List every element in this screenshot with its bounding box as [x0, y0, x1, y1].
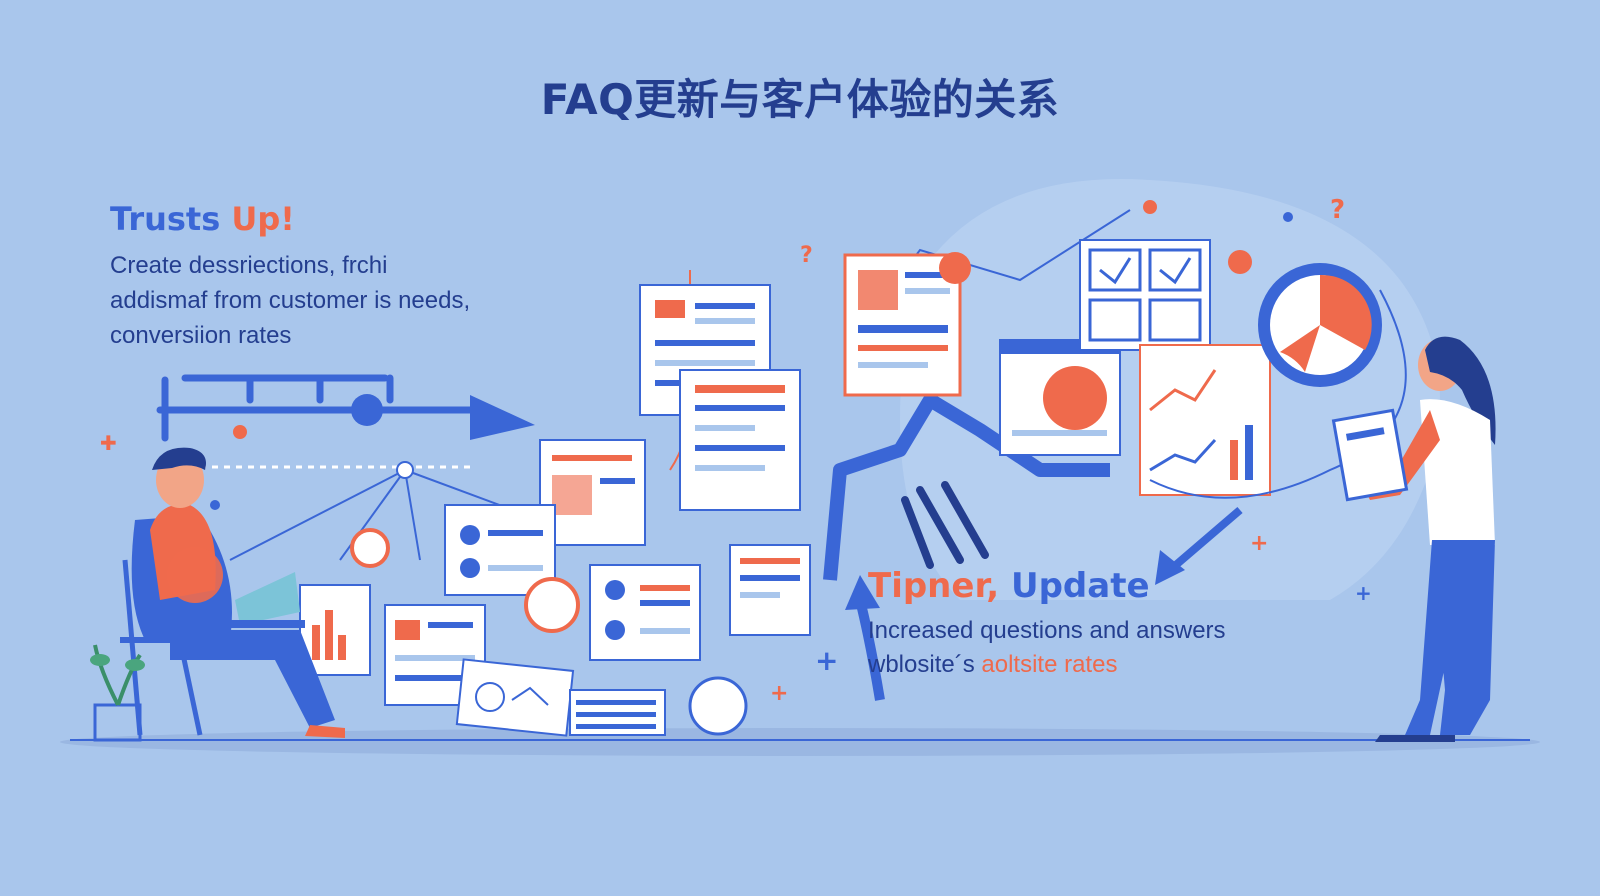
- trust-heading-part1: Trusts: [110, 200, 232, 238]
- svg-text:+: +: [1250, 531, 1268, 556]
- svg-text:?: ?: [1330, 195, 1345, 225]
- stacked-papers: [569, 689, 666, 736]
- magnifier-lens: [350, 528, 390, 568]
- trust-line-3: conversiion rates: [110, 322, 292, 349]
- profile-card: [589, 564, 701, 661]
- floor-shadow: [60, 728, 1540, 756]
- trust-body: Create dessriections, frchi addismaf fro…: [110, 248, 630, 353]
- decorative-marks: ? ? + + ✚: [100, 195, 1345, 706]
- update-body: Increased questions and answers wblosite…: [868, 614, 1428, 682]
- potted-plant: [90, 644, 145, 742]
- left-arrow-bar: [156, 374, 535, 442]
- trust-heading-part2: Up!: [231, 200, 295, 238]
- curved-arrow-head: [845, 575, 880, 610]
- document-card: [843, 252, 971, 397]
- update-heading-part2: Update: [1010, 566, 1150, 606]
- diagonal-arrow-head: [1155, 550, 1185, 585]
- svg-text:+: +: [1355, 581, 1372, 605]
- update-block: Tipner, Update Increased questions and a…: [868, 566, 1428, 682]
- svg-text:+: +: [770, 681, 788, 706]
- trust-line-1: Create dessriections, frchi: [110, 252, 388, 279]
- document-card: [679, 369, 801, 511]
- checkbox-grid: [1079, 239, 1211, 351]
- trust-block: Trusts Up! Create dessriections, frchi a…: [110, 200, 630, 353]
- update-heading-part1: Tipner,: [868, 566, 1011, 606]
- trust-line-2: addismaf from customer is needs,: [110, 287, 471, 314]
- clock-card: [455, 658, 575, 737]
- update-heading: Tipner, Update: [868, 566, 1428, 606]
- man-with-laptop: [120, 447, 345, 738]
- orbit-curve: [1149, 289, 1407, 499]
- woman-with-tablet: [1331, 336, 1496, 742]
- pens: [901, 481, 989, 569]
- update-line-2-part1: wblosite´s: [868, 651, 982, 678]
- document-card: [729, 544, 811, 636]
- profile-card: [444, 504, 556, 596]
- update-line-2: wblosite´s aoltsite rates: [868, 648, 1428, 682]
- chart-panel: [1139, 344, 1271, 496]
- face-badge: [524, 577, 580, 633]
- document-card: [539, 439, 646, 546]
- diagonal-arrow: [1167, 506, 1243, 574]
- pie-chart: [1258, 263, 1382, 387]
- bar-chart-card: [299, 584, 371, 676]
- update-line-1: Increased questions and answers: [868, 617, 1226, 644]
- svg-text:+: +: [815, 644, 838, 677]
- page-title: FAQ更新与客户体验的关系: [540, 75, 1060, 124]
- browser-window: [999, 339, 1121, 456]
- growth-zigzag-arrow: [823, 393, 1110, 581]
- update-line-2-part2: aoltsite rates: [981, 651, 1118, 678]
- svg-text:?: ?: [800, 243, 813, 268]
- trust-heading: Trusts Up!: [110, 200, 630, 238]
- globe: [688, 676, 748, 736]
- svg-text:✚: ✚: [100, 431, 117, 455]
- decorative-marks-blue: + +: [210, 212, 1372, 677]
